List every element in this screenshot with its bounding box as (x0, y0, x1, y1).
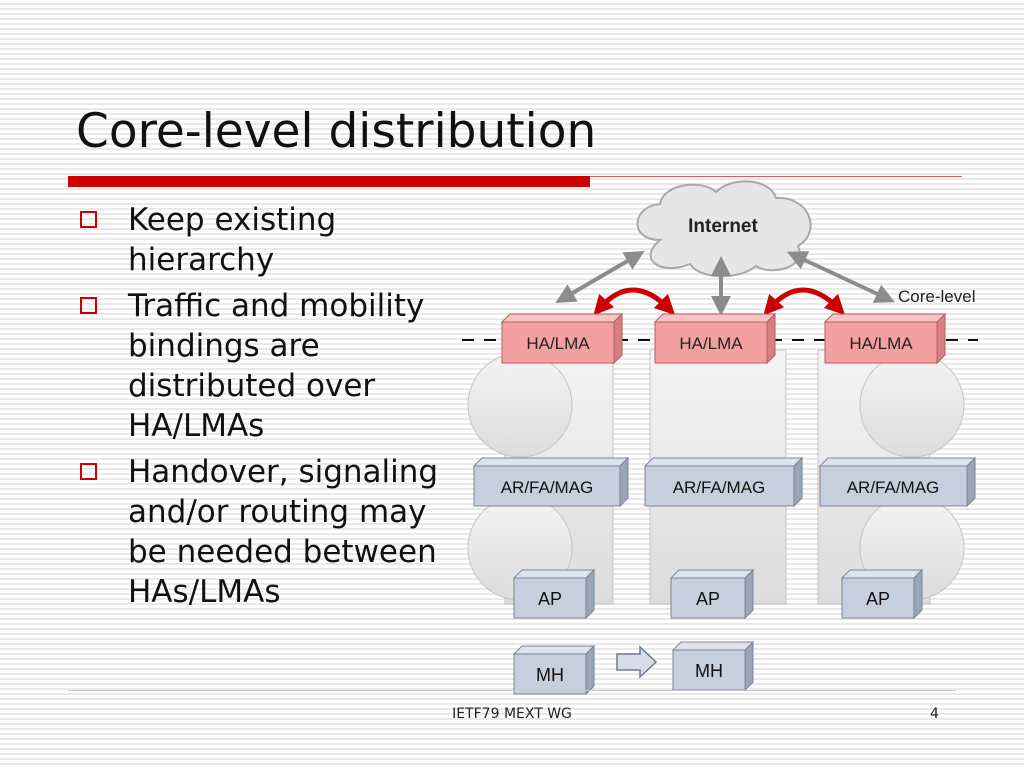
ap-label: AP (538, 589, 562, 609)
ha-lma-label: HA/LMA (679, 334, 743, 353)
ap-box: AP (669, 568, 755, 620)
ap-box: AP (840, 568, 924, 620)
bullet-text: Traffic and mobility bindings are distri… (128, 288, 425, 444)
bullet-text: Keep existing hierarchy (128, 202, 337, 278)
internet-cloud: Internet (636, 180, 812, 278)
ap-box: AP (512, 568, 596, 620)
core-level-label: Core-level (898, 287, 975, 306)
footer-divider (68, 690, 956, 691)
ar-fa-mag-label: AR/FA/MAG (501, 478, 594, 497)
ap-label: AP (696, 589, 720, 609)
bullet-square-icon (80, 211, 97, 228)
title-accent-bar (68, 176, 590, 187)
bullet-item: Keep existing hierarchy (76, 200, 456, 280)
ha-lma-label: HA/LMA (526, 334, 590, 353)
ha-lma-box: HA/LMA (823, 312, 947, 365)
bullet-square-icon (80, 297, 97, 314)
link-arrow-left (555, 250, 645, 304)
link-arrow-right (786, 251, 896, 303)
page-number: 4 (930, 706, 939, 722)
handover-arrow-icon (616, 645, 658, 679)
bullet-square-icon (80, 463, 97, 480)
mh-label: MH (536, 665, 564, 685)
footer-text: IETF79 MEXT WG (452, 706, 572, 722)
bullet-text: Handover, signaling and/or routing may b… (128, 454, 439, 610)
ar-fa-mag-label: AR/FA/MAG (673, 478, 766, 497)
mh-box: MH (512, 644, 596, 696)
ha-lma-label: HA/LMA (849, 334, 913, 353)
ar-fa-mag-label: AR/FA/MAG (847, 478, 940, 497)
bullet-item: Traffic and mobility bindings are distri… (76, 286, 456, 446)
ar-fa-mag-box: AR/FA/MAG (643, 456, 804, 508)
ha-lma-box: HA/LMA (653, 312, 777, 365)
title-underline (590, 176, 962, 177)
bullet-list: Keep existing hierarchy Traffic and mobi… (76, 200, 456, 618)
ap-label: AP (866, 589, 890, 609)
internet-label: Internet (688, 216, 758, 237)
mh-label: MH (695, 661, 723, 681)
bullet-item: Handover, signaling and/or routing may b… (76, 452, 456, 612)
ha-sync-arrow-left (593, 287, 676, 316)
slide-title: Core-level distribution (76, 104, 597, 159)
ar-fa-mag-box: AR/FA/MAG (818, 456, 977, 508)
ha-lma-box: HA/LMA (500, 312, 624, 365)
mh-box: MH (671, 640, 755, 692)
ha-sync-arrow-right (763, 287, 846, 316)
ar-fa-mag-box: AR/FA/MAG (472, 456, 630, 508)
